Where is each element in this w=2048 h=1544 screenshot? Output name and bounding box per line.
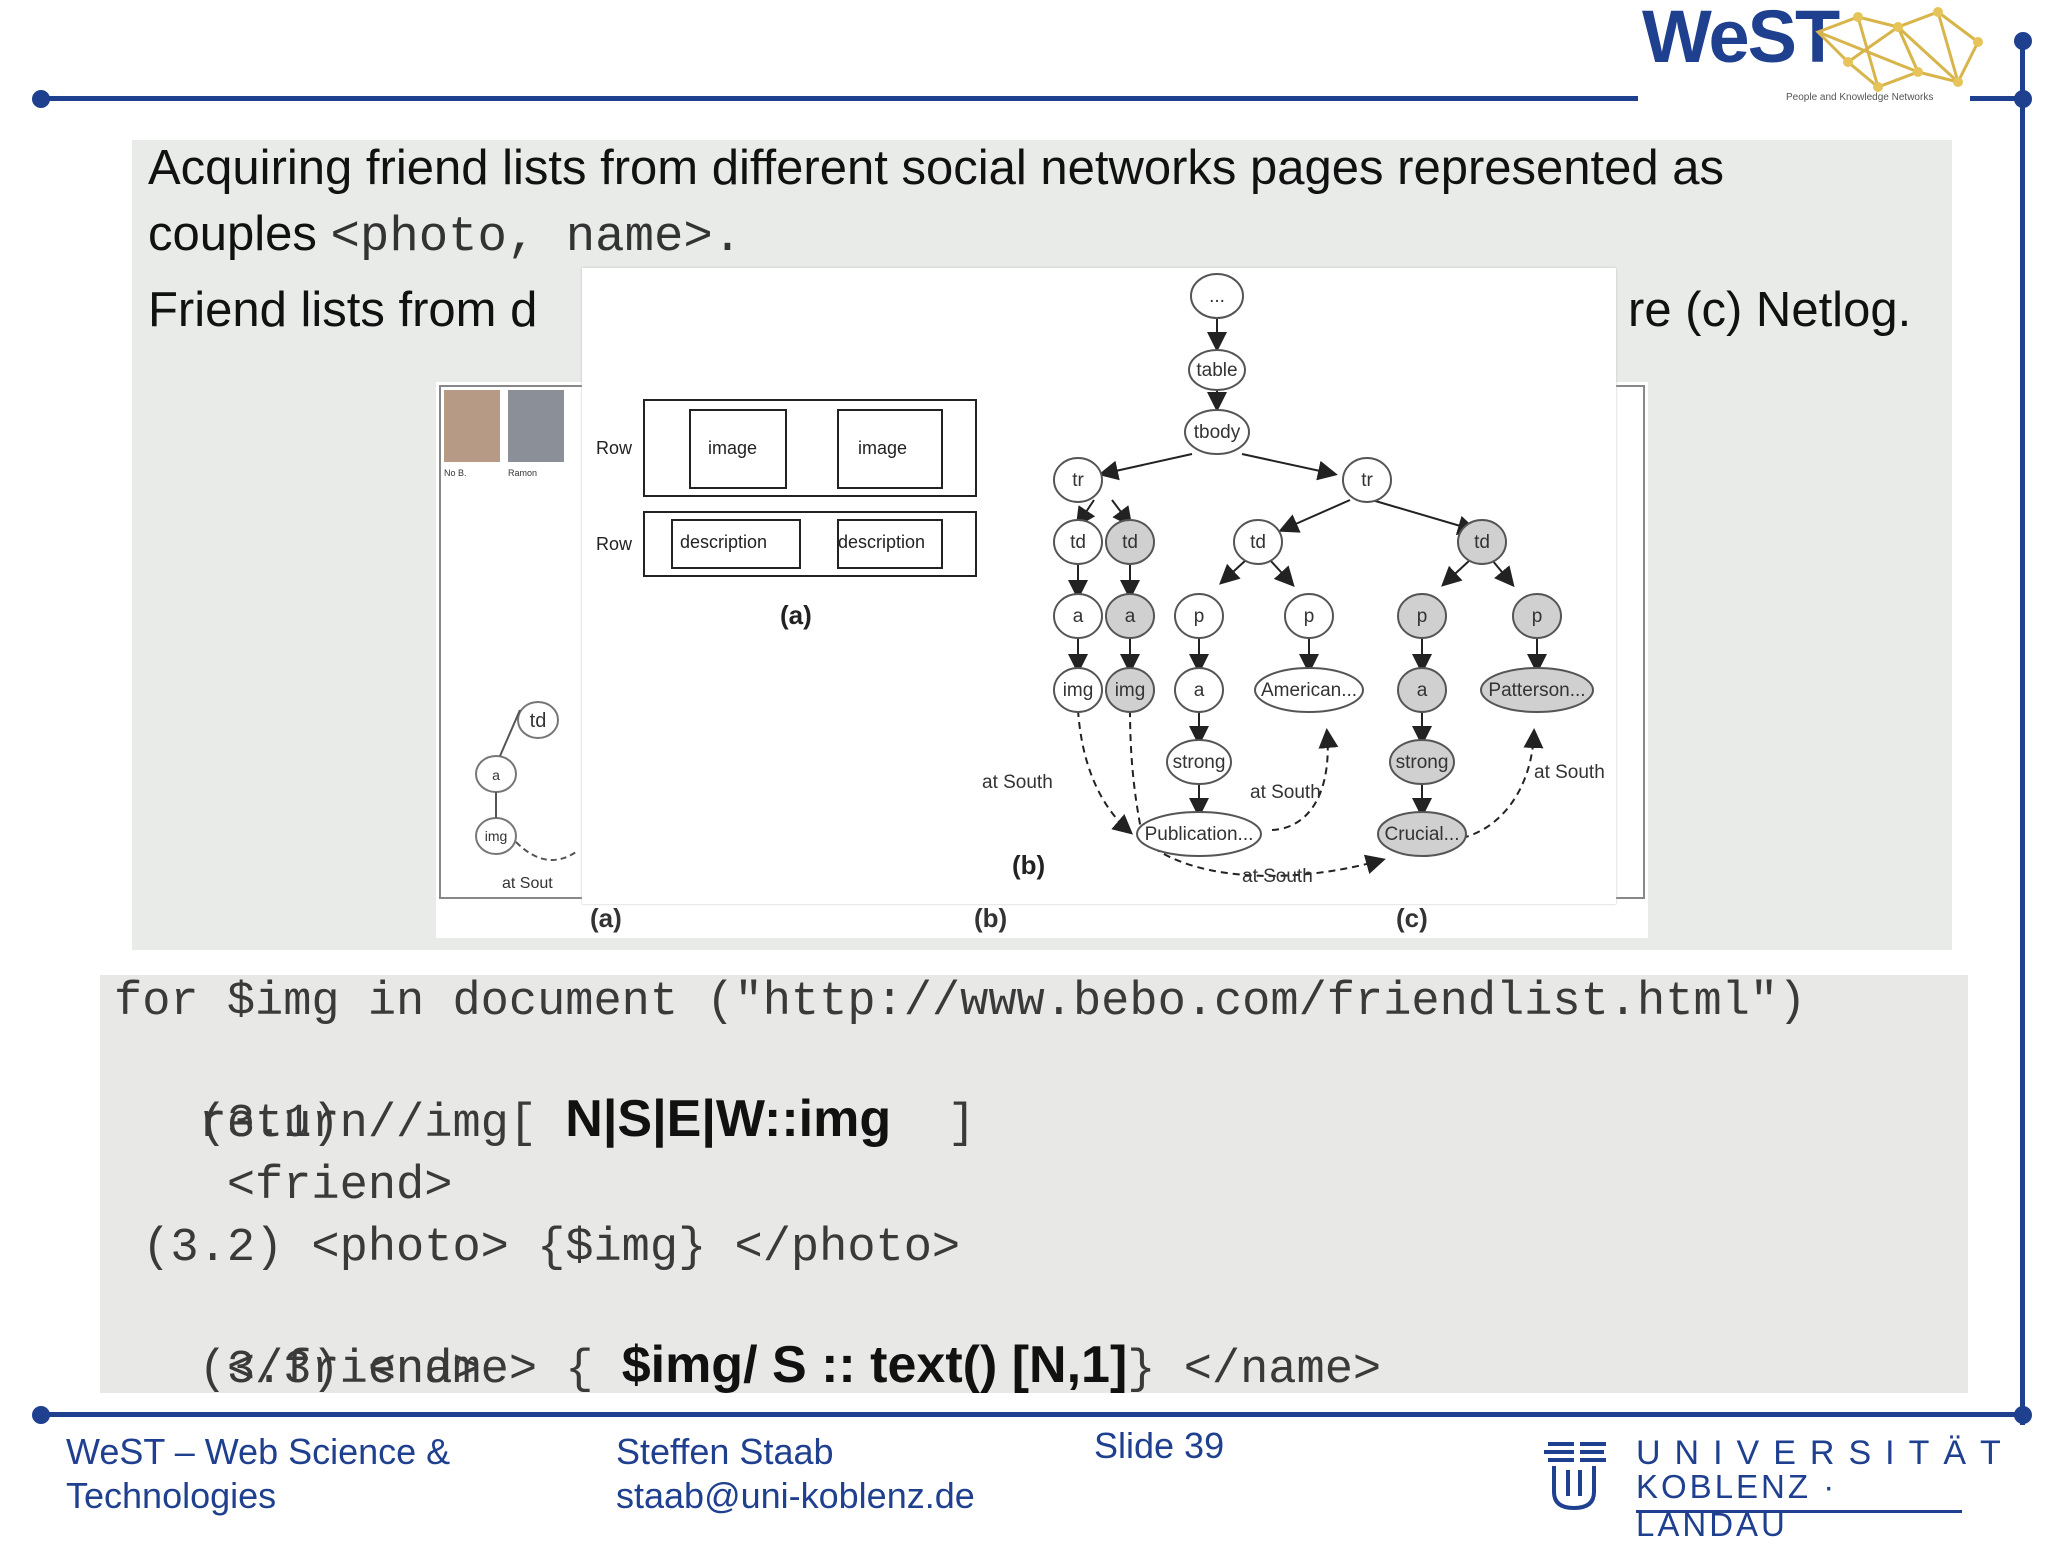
university-name-line-1: UNIVERSITÄT: [1636, 1434, 2015, 1472]
row2-label: Row: [596, 534, 633, 554]
right-dot-top: [2014, 32, 2032, 50]
bottom-rule-dot-right: [2014, 1406, 2032, 1424]
node-american: American...: [1261, 680, 1357, 701]
intro-line-3-right: re (c) Netlog.: [1628, 283, 1912, 337]
node-p-4: p: [1532, 606, 1543, 627]
code-line-2-bold: N|S|E|W::img: [565, 1090, 892, 1148]
right-dot-mid: [2014, 90, 2032, 108]
node-tbody: tbody: [1194, 422, 1241, 443]
desc1-label: description: [680, 532, 767, 552]
footer-org-line-1: WeST – Web Science &: [66, 1431, 451, 1472]
top-rule: [38, 96, 1638, 101]
code-line-4: <friend>: [114, 1160, 453, 1213]
code-line-5: (3.2) <photo> {$img} </photo>: [114, 1222, 961, 1275]
node-tr-left: tr: [1072, 470, 1084, 491]
bottom-rule: [38, 1412, 2026, 1417]
bg-caption-c: (c): [1396, 903, 1428, 933]
bg-a-node: a: [492, 767, 500, 783]
footer-org-line-2: Technologies: [66, 1475, 277, 1516]
right-border: [2020, 40, 2025, 1425]
west-logo-text: WeST: [1642, 0, 1840, 78]
bg-caption-a: (a): [590, 903, 622, 933]
university-name-line-2: KOBLENZ · LANDAU: [1636, 1468, 1838, 1543]
node-td-2: td: [1122, 532, 1138, 553]
bottom-rule-dot-left: [32, 1406, 50, 1424]
figure-caption-a: (a): [780, 600, 812, 630]
at-south-label-4: at South: [1534, 762, 1605, 783]
node-td-4: td: [1474, 532, 1490, 553]
at-south-label-2: at South: [1250, 782, 1321, 803]
footer-author: Steffen Staab staab@uni-koblenz.de: [616, 1430, 975, 1518]
code-line-7: </friend>: [114, 1344, 481, 1397]
node-td-3: td: [1250, 532, 1266, 553]
footer-author-email: staab@uni-koblenz.de: [616, 1475, 975, 1516]
node-a-4: a: [1417, 680, 1428, 701]
west-logo-tagline: People and Knowledge Networks: [1786, 92, 1934, 103]
node-a-3: a: [1194, 680, 1205, 701]
node-strong-1: strong: [1173, 752, 1226, 773]
intro-line-2-text: couples: [148, 207, 331, 261]
code-line-6-post: } </name>: [1127, 1344, 1382, 1397]
top-rule-right: [1970, 96, 2025, 101]
node-p-3: p: [1417, 606, 1428, 627]
footer-author-name: Steffen Staab: [616, 1431, 834, 1472]
code-line-2: (3.1) //img[ N|S|E|W::img ]: [114, 1036, 976, 1151]
west-logo: WeST People and Knowledge Networks: [1638, 0, 1983, 108]
footer-org: WeST – Web Science & Technologies: [66, 1430, 450, 1518]
bg-td-node: td: [530, 710, 547, 732]
intro-line-1: Acquiring friend lists from different so…: [148, 141, 1725, 195]
image1-label: image: [708, 438, 757, 458]
node-p-2: p: [1304, 606, 1315, 627]
node-img-2: img: [1115, 680, 1146, 701]
code-line-6-bold: $img/ S :: text() [N,1]: [621, 1336, 1128, 1394]
university-emblem-icon: [1544, 1442, 1606, 1511]
node-td-1: td: [1070, 532, 1086, 553]
node-strong-2: strong: [1396, 752, 1449, 773]
node-a-2: a: [1125, 606, 1136, 627]
code-line-2-post: ]: [891, 1098, 976, 1151]
code-line-1: for $img in document ("http://www.bebo.c…: [114, 976, 1807, 1029]
bg-at-south: at Sout: [502, 875, 553, 892]
node-publication: Publication...: [1145, 824, 1254, 845]
node-table: table: [1196, 360, 1237, 381]
node-a-1: a: [1073, 606, 1084, 627]
university-underline: [1636, 1510, 1962, 1513]
bg-name-1: No B.: [444, 468, 467, 478]
node-p-1: p: [1194, 606, 1205, 627]
intro-line-2: couples <photo, name>.: [148, 206, 742, 265]
node-patterson: Patterson...: [1488, 680, 1585, 701]
intro-line-2-code: <photo, name>.: [330, 209, 743, 265]
at-south-label-1: at South: [982, 772, 1053, 793]
intro-line-3-left: Friend lists from d: [148, 283, 538, 337]
code-line-2-pre: (3.1) //img[: [170, 1098, 566, 1151]
foreground-figure: Row Row image image description descript…: [582, 268, 1616, 904]
slide-number: Slide 39: [1094, 1425, 1225, 1466]
desc2-label: description: [838, 532, 925, 552]
bg-caption-b: (b): [974, 903, 1007, 933]
dom-tree-figure: Row Row image image description descript…: [596, 273, 1605, 887]
bg-img-node: img: [485, 828, 508, 844]
university-logo: UNIVERSITÄT KOBLENZ · LANDAU: [1534, 1432, 2001, 1543]
at-south-label-3: at South: [1242, 866, 1313, 887]
top-rule-dot-left: [32, 90, 50, 108]
row1-label: Row: [596, 438, 633, 458]
node-root: ...: [1209, 286, 1225, 307]
code-line-3: return: [114, 1098, 368, 1151]
node-img-1: img: [1063, 680, 1094, 701]
figure-caption-b: (b): [1012, 850, 1045, 880]
bg-name-2: Ramon: [508, 468, 537, 478]
image2-label: image: [858, 438, 907, 458]
node-crucial: Crucial...: [1385, 824, 1460, 845]
code-line-6-pre: (3.3) <name> {: [170, 1344, 622, 1397]
node-tr-right: tr: [1361, 470, 1373, 491]
code-line-6: (3.3) <name> { $img/ S :: text() [N,1]} …: [114, 1282, 1382, 1397]
code-panel: [100, 975, 1968, 1393]
network-icon: [1815, 7, 1983, 92]
